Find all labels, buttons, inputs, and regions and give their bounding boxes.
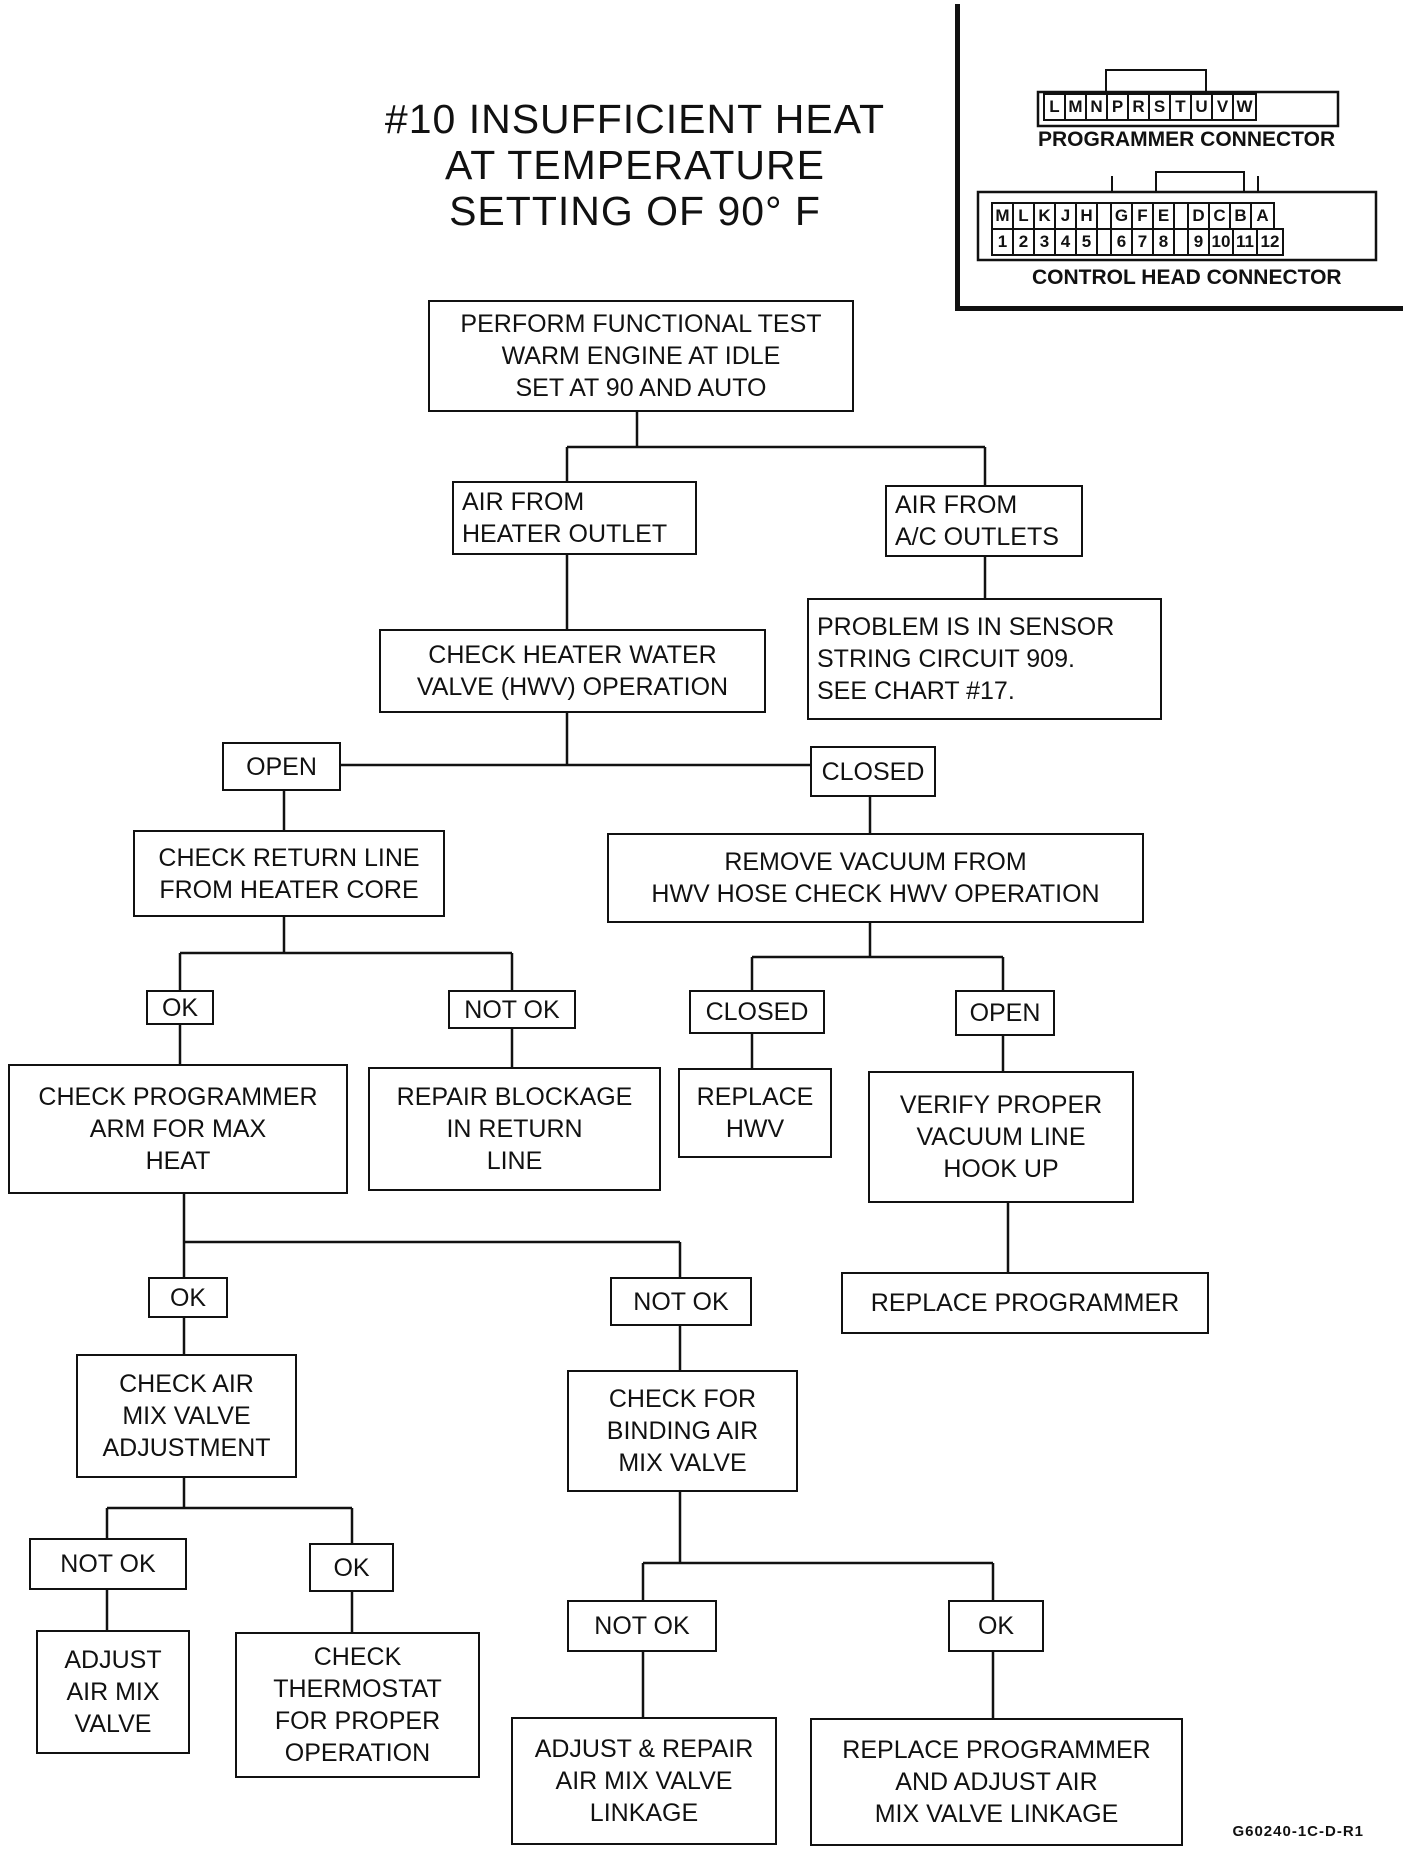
programmer-pin: P (1108, 95, 1129, 119)
node-open-2: OPEN (955, 990, 1055, 1036)
edge-start-split (565, 412, 987, 485)
programmer-pin: W (1236, 97, 1253, 116)
programmer-pin: R (1129, 95, 1150, 119)
control-pin: 11 (1234, 230, 1258, 254)
programmer-pin: N (1087, 95, 1108, 119)
node-ok-1: OK (146, 990, 214, 1025)
node-check-air-mix-adjustment: CHECK AIR MIX VALVE ADJUSTMENT (76, 1354, 297, 1478)
node-closed-1: CLOSED (810, 746, 936, 797)
control-head-top-pins: M L K J H G F E D C B A (991, 202, 1275, 230)
node-notok-3: NOT OK (567, 1600, 717, 1652)
control-pin: G (1112, 204, 1133, 228)
programmer-pin: L (1045, 95, 1066, 119)
programmer-connector-label: PROGRAMMER CONNECTOR (1038, 128, 1336, 151)
control-pin: 2 (1014, 230, 1035, 254)
control-pin: 9 (1189, 230, 1210, 254)
node-verify-vacuum: VERIFY PROPER VACUUM LINE HOOK UP (868, 1071, 1134, 1203)
control-pin: 10 (1210, 230, 1234, 254)
node-repair-blockage: REPAIR BLOCKAGE IN RETURN LINE (368, 1067, 661, 1191)
edge-progarm-split (182, 1194, 682, 1277)
node-adjust-air-mix: ADJUST AIR MIX VALVE (36, 1630, 190, 1754)
node-check-return: CHECK RETURN LINE FROM HEATER CORE (133, 830, 445, 917)
control-pin: H (1077, 204, 1098, 228)
node-open-1: OPEN (222, 742, 341, 791)
control-pin: 3 (1035, 230, 1056, 254)
programmer-pin: M (1066, 95, 1087, 119)
node-replace-programmer-2: REPLACE PROGRAMMER AND ADJUST AIR MIX VA… (810, 1718, 1183, 1846)
control-pin: 5 (1077, 230, 1098, 254)
node-sensor-problem: PROBLEM IS IN SENSOR STRING CIRCUIT 909.… (807, 598, 1162, 720)
node-remove-vacuum: REMOVE VACUUM FROM HWV HOSE CHECK HWV OP… (607, 833, 1144, 923)
node-replace-programmer-1: REPLACE PROGRAMMER (841, 1272, 1209, 1334)
programmer-connector-pins: L M N P R S T U V W (1043, 93, 1257, 121)
programmer-pin: V (1213, 95, 1234, 119)
node-closed-2: CLOSED (689, 990, 825, 1034)
control-pin: 12 (1260, 232, 1280, 251)
node-check-thermostat: CHECK THERMOSTAT FOR PROPER OPERATION (235, 1632, 480, 1778)
control-pin: 7 (1133, 230, 1154, 254)
control-pin: A (1256, 206, 1269, 225)
programmer-pin: U (1192, 95, 1213, 119)
control-pin: C (1210, 204, 1231, 228)
node-adjust-repair-linkage: ADJUST & REPAIR AIR MIX VALVE LINKAGE (511, 1717, 777, 1845)
control-pin-gap (1098, 204, 1112, 228)
control-pin: 1 (993, 230, 1014, 254)
edge-airmixadj-split (105, 1478, 354, 1543)
node-ok-4: OK (309, 1543, 394, 1592)
control-pin-gap (1098, 230, 1112, 254)
programmer-pin: S (1150, 95, 1171, 119)
node-check-binding: CHECK FOR BINDING AIR MIX VALVE (567, 1370, 798, 1492)
control-pin: E (1154, 204, 1175, 228)
node-check-hwv: CHECK HEATER WATER VALVE (HWV) OPERATION (379, 629, 766, 713)
control-pin: D (1189, 204, 1210, 228)
node-notok-1: NOT OK (448, 990, 576, 1029)
title-line-1: #10 INSUFFICIENT HEAT (384, 96, 886, 142)
edge-vacuum-split (750, 923, 1005, 990)
node-ok-3: OK (948, 1600, 1044, 1652)
control-pin: K (1035, 204, 1056, 228)
programmer-pin: T (1171, 95, 1192, 119)
control-pin: M (993, 204, 1014, 228)
control-pin-gap (1175, 204, 1189, 228)
diagram-title: #10 INSUFFICIENT HEAT AT TEMPERATURE SET… (330, 96, 940, 234)
node-ok-2: OK (148, 1277, 228, 1318)
inset-frame-left (955, 4, 960, 310)
control-pin: F (1133, 204, 1154, 228)
title-line-3: SETTING OF 90° F (449, 188, 821, 234)
control-pin: L (1014, 204, 1035, 228)
control-pin: J (1056, 204, 1077, 228)
node-notok-4: NOT OK (29, 1538, 187, 1590)
node-heater-outlet: AIR FROM HEATER OUTLET (452, 481, 697, 555)
control-pin: 4 (1056, 230, 1077, 254)
node-notok-2: NOT OK (610, 1277, 752, 1326)
control-head-bottom-pins: 1 2 3 4 5 6 7 8 9 10 11 12 (991, 228, 1284, 256)
node-ac-outlets: AIR FROM A/C OUTLETS (885, 485, 1083, 557)
control-pin-gap (1175, 230, 1189, 254)
control-head-connector-label: CONTROL HEAD CONNECTOR (1032, 266, 1342, 289)
node-check-programmer-arm: CHECK PROGRAMMER ARM FOR MAX HEAT (8, 1064, 348, 1194)
title-line-2: AT TEMPERATURE (444, 142, 826, 188)
edge-return-split (178, 917, 514, 990)
inset-frame-bottom (955, 306, 1403, 311)
control-pin: B (1231, 204, 1252, 228)
control-pin: 8 (1154, 230, 1175, 254)
edge-hwv-split (340, 713, 810, 767)
edge-binding-split (641, 1492, 995, 1600)
node-start: PERFORM FUNCTIONAL TEST WARM ENGINE AT I… (428, 300, 854, 412)
control-pin: 6 (1112, 230, 1133, 254)
figure-code: G60240-1C-D-R1 (1232, 1823, 1364, 1840)
node-replace-hwv: REPLACE HWV (678, 1068, 832, 1158)
